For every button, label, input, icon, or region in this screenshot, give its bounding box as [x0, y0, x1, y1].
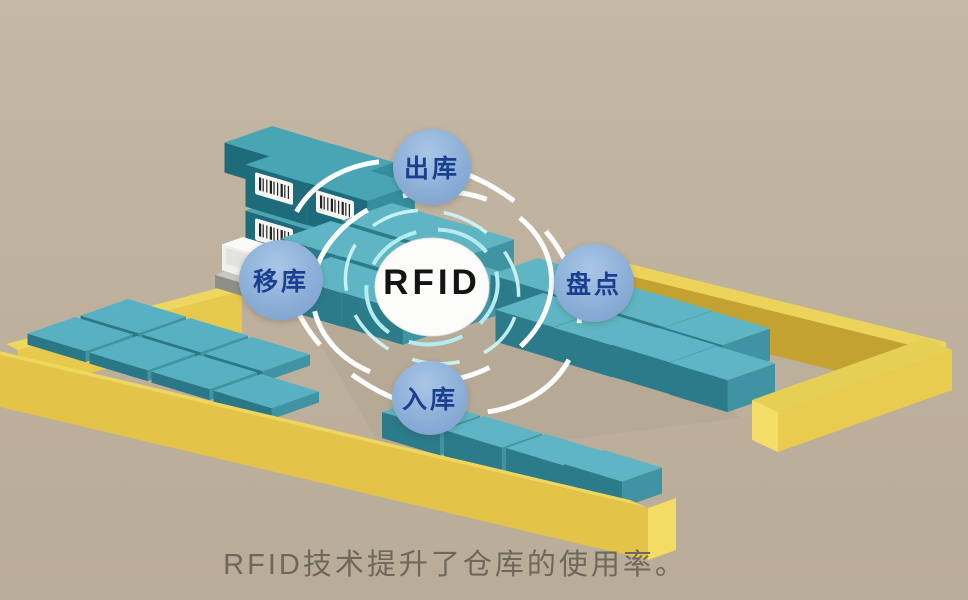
container-top-face [224, 126, 333, 161]
rfid-center-label: RFID [383, 263, 481, 302]
pallet-tile-right-face [209, 372, 257, 401]
container-top-face [285, 144, 394, 179]
badge-inbound-label: 入库 [401, 386, 458, 414]
pallet-tile-right-face [85, 334, 133, 363]
pallet-tile-left-face [213, 390, 272, 420]
pallet-tile-top-face [213, 374, 319, 409]
right-box-top-face [611, 328, 717, 363]
front-wall-face [0, 355, 648, 560]
right-box-right-face [611, 328, 659, 378]
right-box-left-face [664, 327, 723, 378]
pallet-tile-left-face [142, 334, 201, 364]
container-top-face [245, 148, 354, 183]
badge-outbound-label: 出库 [403, 155, 460, 183]
right-box-right-face [722, 328, 770, 378]
right-box-right-face [727, 363, 775, 413]
container-top-face [306, 212, 415, 247]
right-wall-corner [930, 342, 946, 394]
right-box-top-face [669, 346, 775, 381]
barcode-label-icon [316, 236, 354, 269]
pallet-tile-top-face [27, 317, 133, 352]
container-left-face [306, 182, 368, 243]
front-row-box-top-face [564, 450, 662, 482]
front-row-box-right-face [564, 451, 604, 492]
front-row-box-left-face [506, 448, 564, 492]
pallet-tile-right-face [138, 316, 186, 345]
pallet-tile-left-face [89, 352, 148, 382]
badge-relocation: 移库 [239, 240, 323, 320]
pallet-tile-top-face [80, 299, 186, 334]
caption-text: RFID技术提升了仓库的使用率。 [223, 549, 687, 581]
center-box-top-face [403, 221, 514, 257]
return-wall-endcap [752, 400, 778, 452]
front-row-box-top-face [506, 434, 604, 466]
container-left-face [224, 142, 286, 191]
pallet-tile-right-face [147, 353, 195, 382]
back-left-wall-top [6, 285, 242, 350]
pallet-tile-right-face [262, 354, 310, 383]
front-row-box-right-face [502, 433, 542, 474]
return-wall-top [752, 338, 952, 412]
pallet-tile-top-face [204, 337, 310, 372]
right-box-top-face [664, 311, 770, 346]
pallet-tile-left-face [204, 353, 263, 383]
container-right-face [346, 162, 394, 209]
right-box-left-face [553, 327, 612, 378]
pallet-tile-top-face [89, 336, 195, 371]
container-right-face [306, 166, 354, 225]
right-box-left-face [495, 309, 554, 360]
front-wall-top [0, 351, 648, 508]
right-wall-face [606, 270, 930, 394]
badge-outbound: 出库 [393, 129, 471, 205]
right-box-left-face [669, 362, 728, 413]
center-box-top-face [342, 203, 453, 239]
badge-relocation-label: 移库 [252, 268, 309, 296]
right-box-right-face [669, 345, 717, 395]
front-row-box-left-face [444, 430, 502, 474]
pallet-tile-left-face [27, 333, 86, 363]
front-row-box-right-face [622, 467, 662, 508]
pallet-tile-right-face [271, 391, 319, 420]
pallet-tile-left-face [151, 371, 210, 401]
container-right-face [285, 144, 333, 191]
floor-shade [300, 302, 740, 462]
pallet-tile-right-face [200, 335, 248, 364]
container-top-face [245, 194, 354, 229]
right-box-right-face [664, 310, 712, 360]
pallet-tile-left-face [80, 315, 139, 345]
right-box-left-face [611, 344, 670, 395]
badge-inbound: 入库 [392, 361, 468, 435]
barcode-label-icon [316, 190, 354, 223]
front-row-box-left-face [564, 464, 622, 508]
pallet-tile-top-face [151, 355, 257, 390]
right-box-left-face [606, 309, 665, 360]
badge-stocktake: 盘点 [554, 244, 634, 322]
container-left-face [245, 164, 307, 225]
right-wall-top [606, 262, 946, 350]
pallet-tile-top-face [142, 318, 248, 353]
container-left-face [285, 160, 347, 209]
barcode-label-icon [255, 172, 293, 205]
badge-stocktake-label: 盘点 [565, 271, 622, 299]
return-wall-face [778, 350, 952, 452]
back-left-wall-face [18, 291, 242, 392]
